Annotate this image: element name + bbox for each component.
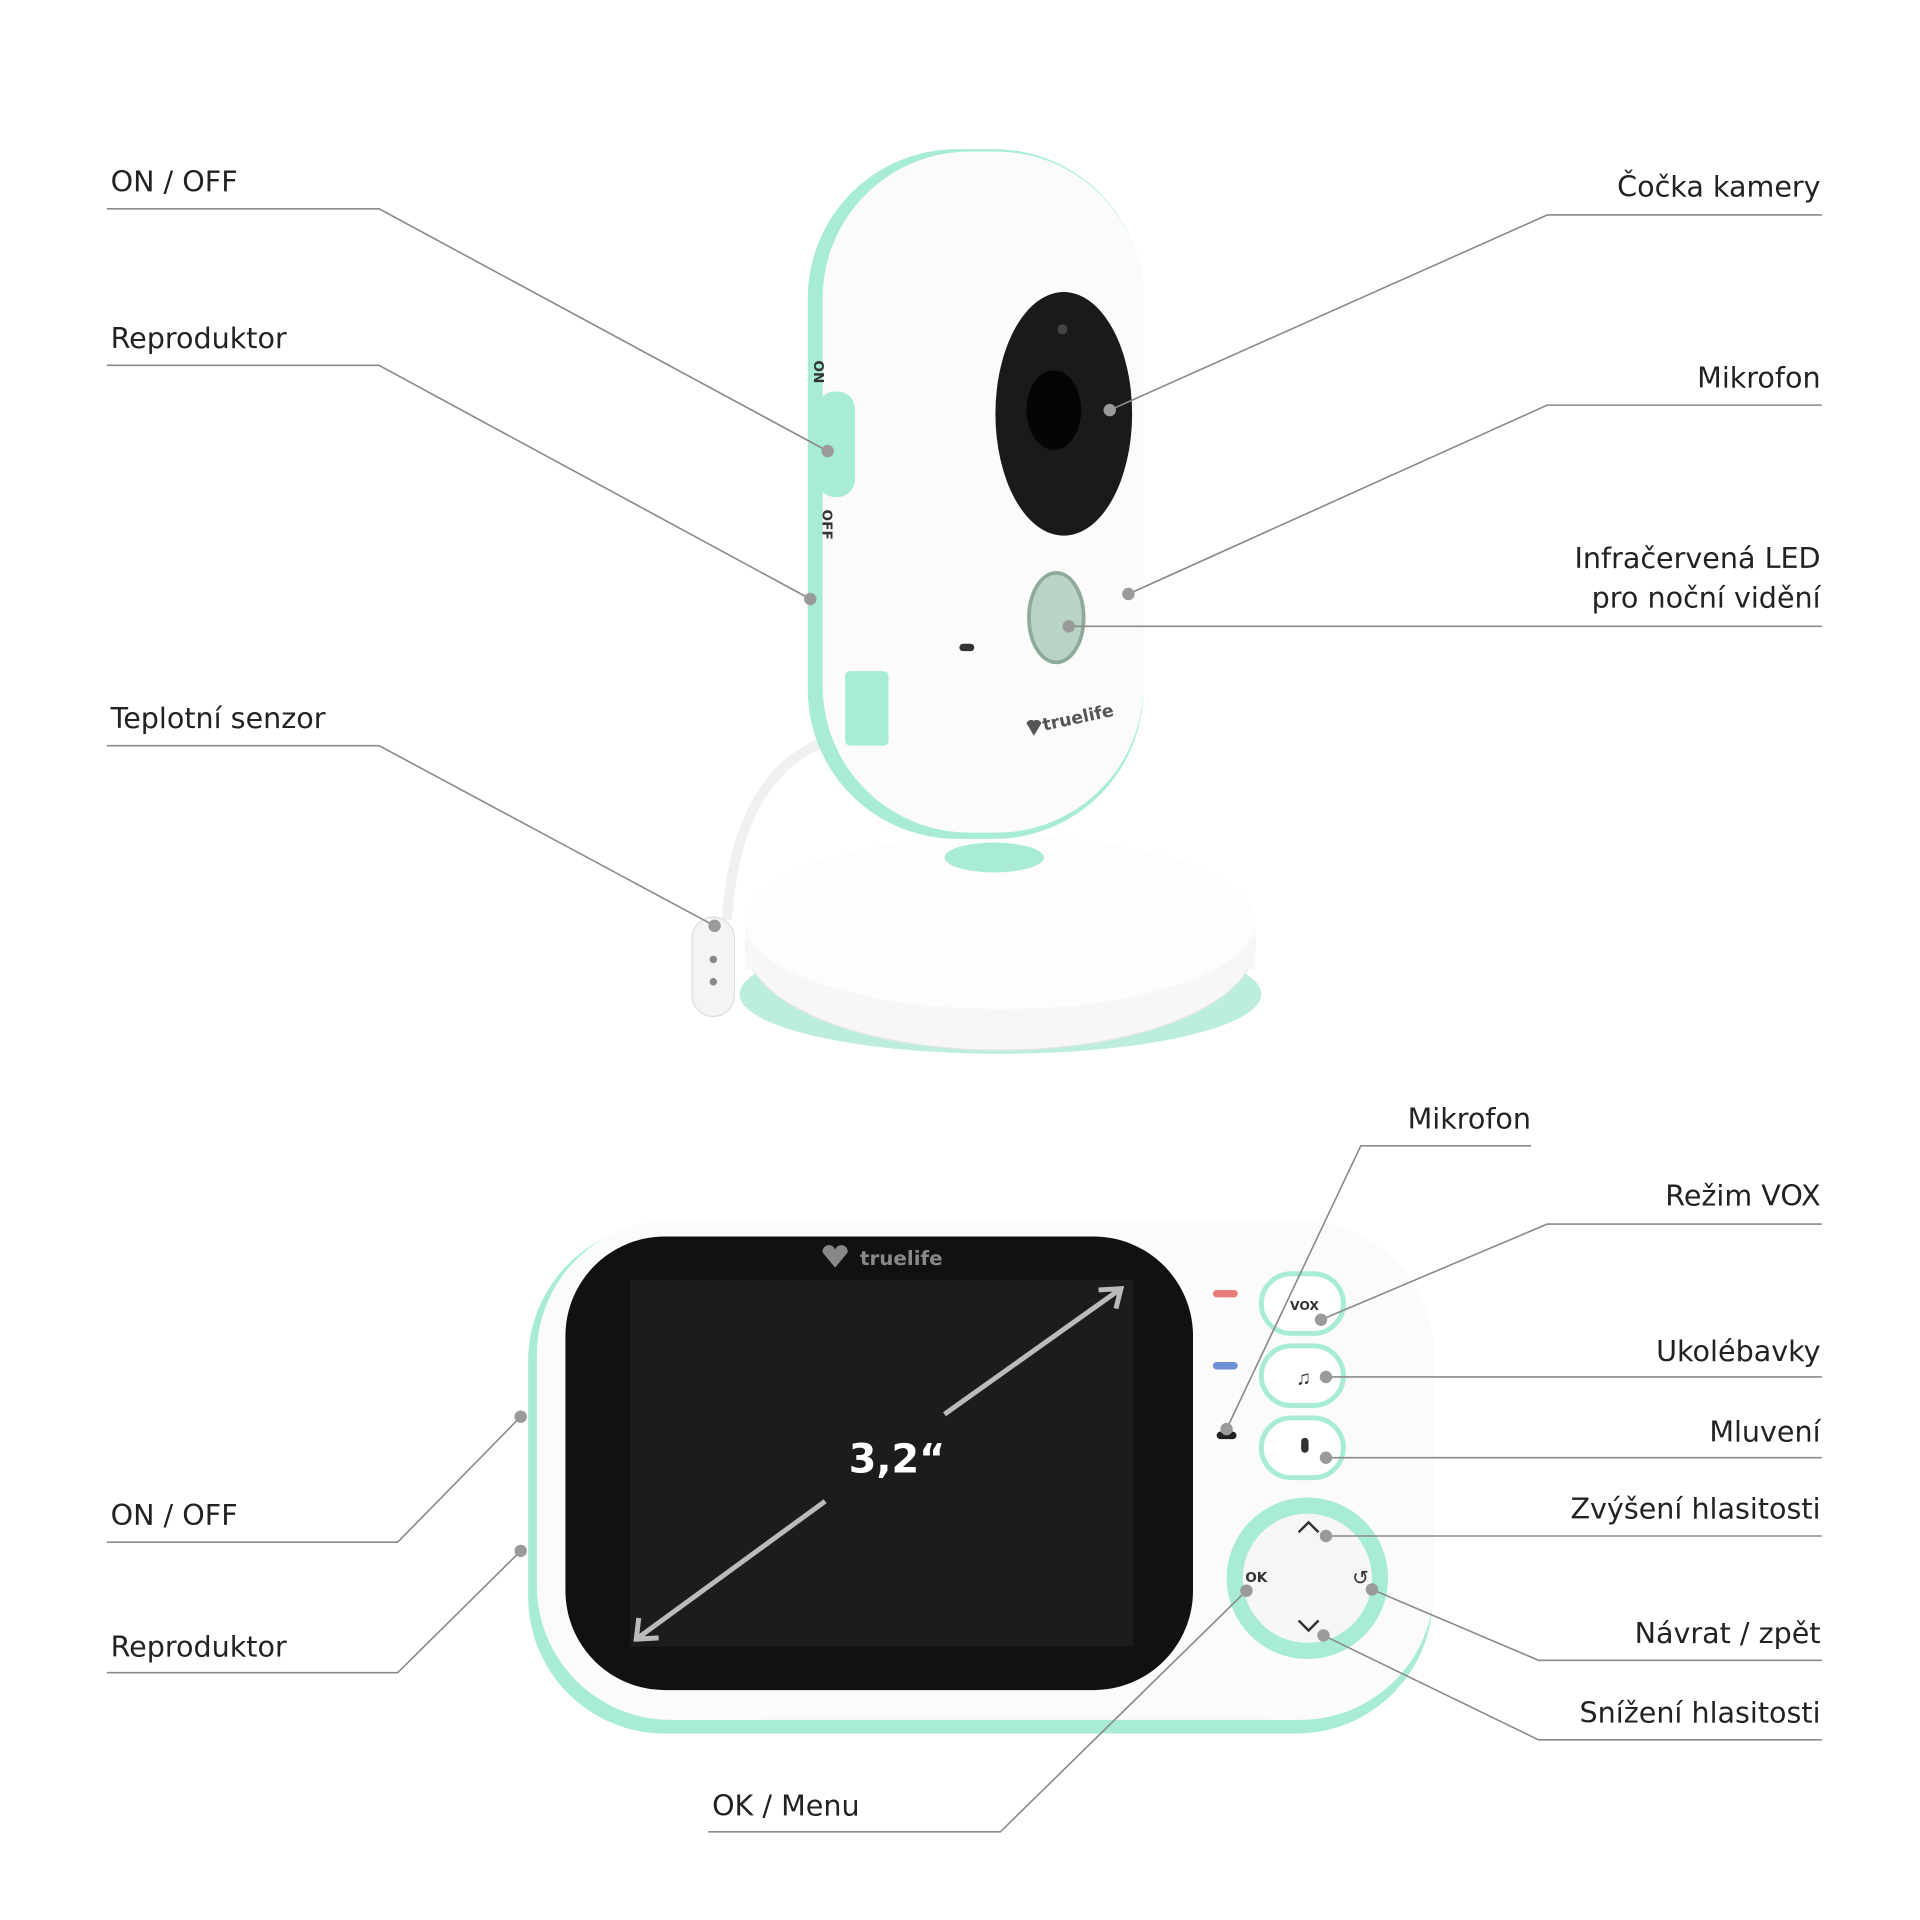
music-note-icon: ♫	[1296, 1367, 1311, 1389]
label-lullabies: Ukolébavky	[1656, 1334, 1821, 1368]
screen-size-label: 3,2“	[849, 1437, 946, 1483]
monitor-unit: truelife 3,2“ VOX ♫ OK ↺	[528, 1220, 1435, 1734]
label-camera-microphone: Mikrofon	[1697, 361, 1820, 395]
back-button[interactable]: ↺	[1352, 1567, 1369, 1589]
label-back: Návrat / zpět	[1635, 1616, 1821, 1650]
blue-indicator	[1212, 1362, 1238, 1370]
camera-neck	[944, 842, 1044, 873]
switch-on-label: ON	[810, 360, 826, 383]
monitor-brand-logo: truelife	[860, 1247, 943, 1270]
volume-up-button[interactable]	[1297, 1520, 1320, 1534]
label-monitor-on-off: ON / OFF	[111, 1498, 238, 1532]
microphone-hole	[1057, 324, 1068, 335]
heart-logo-icon	[1026, 719, 1042, 736]
label-ir-led-1: Infračervená LED	[1574, 541, 1820, 575]
label-monitor-speaker: Reproduktor	[111, 1630, 287, 1664]
screen-size-arrow	[633, 1286, 1125, 1642]
labels: ON / OFF Reproduktor Teplotní senzor Čoč…	[110, 164, 1822, 1822]
temp-sensor	[691, 916, 736, 1018]
label-talk: Mluvení	[1709, 1415, 1821, 1449]
leader-lines	[106, 207, 1822, 1833]
ir-led	[1027, 571, 1086, 665]
label-camera-on-off: ON / OFF	[111, 164, 238, 198]
switch-off-label: OFF	[819, 510, 835, 540]
camera-unit: ON OFF truelife	[691, 149, 1262, 1054]
label-volume-up: Zvýšení hlasitosti	[1570, 1492, 1820, 1526]
red-indicator	[1212, 1289, 1238, 1298]
speaker-slot	[959, 643, 975, 652]
label-ir-led-2: pro noční vidění	[1592, 581, 1822, 615]
label-camera-speaker: Reproduktor	[111, 321, 287, 355]
label-ok-menu: OK / Menu	[712, 1789, 860, 1823]
nav-pad	[1242, 1513, 1372, 1643]
label-lens: Čočka kamery	[1617, 169, 1821, 203]
label-monitor-microphone: Mikrofon	[1408, 1101, 1531, 1135]
ok-button[interactable]: OK	[1245, 1570, 1268, 1586]
power-switch[interactable]	[817, 391, 855, 498]
label-volume-down: Snížení hlasitosti	[1580, 1695, 1821, 1729]
vox-button-label: VOX	[1290, 1298, 1319, 1313]
label-vox: Režim VOX	[1665, 1178, 1820, 1212]
microphone-icon	[1301, 1437, 1309, 1453]
label-temp-sensor: Teplotní senzor	[110, 701, 326, 735]
heart-logo-icon	[822, 1245, 848, 1268]
lullaby-button[interactable]	[1258, 1343, 1346, 1408]
usb-port	[845, 671, 889, 746]
camera-lens	[1026, 370, 1082, 450]
volume-down-button[interactable]	[1297, 1619, 1320, 1633]
